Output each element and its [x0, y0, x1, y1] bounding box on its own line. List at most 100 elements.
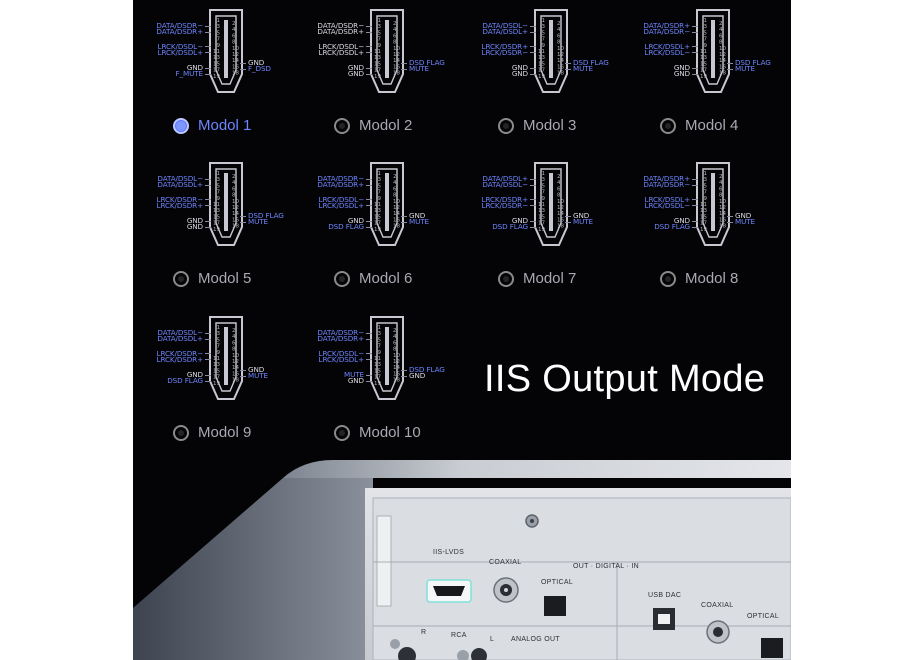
- pin-number: 16: [393, 217, 400, 223]
- mode-10-label[interactable]: Modol 10: [359, 424, 421, 441]
- pin-number: 8: [557, 40, 561, 46]
- pin-label-left: GND: [674, 70, 699, 78]
- pin-number: 18: [557, 224, 564, 230]
- pin-lead: [366, 374, 372, 376]
- pin-number: 4: [232, 334, 236, 340]
- pin-number: 13: [700, 55, 707, 61]
- pin-label-text: DATA/DSDL+: [157, 180, 203, 190]
- pin-number: 5: [217, 30, 221, 36]
- pin-number: 11: [374, 356, 381, 362]
- pin-label-left: GND: [512, 64, 537, 72]
- pin-number: 1: [378, 18, 382, 24]
- pin-label-text: GND: [347, 69, 364, 79]
- pin-lead: [530, 73, 536, 75]
- pin-label-left: LRCK/DSDR+: [157, 355, 212, 364]
- pin-lead: [366, 52, 372, 54]
- pin-label-text: GND: [735, 211, 752, 220]
- pin-label-right: DSD FLAG: [564, 59, 609, 67]
- pin-label-text: GND: [573, 211, 590, 220]
- pin-lead: [530, 67, 536, 69]
- pin-number: 10: [232, 353, 239, 359]
- pin-lead: [530, 184, 536, 186]
- mode-6-radio[interactable]: [334, 271, 350, 287]
- pin-label-right: DSD FLAG: [400, 366, 445, 374]
- pin-lead: [692, 184, 698, 186]
- pin-lead: [565, 62, 571, 64]
- pin-label-text: GND: [511, 63, 528, 73]
- pin-number: 7: [217, 190, 221, 196]
- mode-7-radio[interactable]: [498, 271, 514, 287]
- pin-lead: [692, 73, 698, 75]
- pin-label-text: DSD FLAG: [328, 222, 364, 232]
- pin-label-left: DSD FLAG: [654, 223, 699, 231]
- pin-label-left: DATA/DSDL+: [157, 181, 212, 189]
- mode-7-label[interactable]: Modol 7: [523, 270, 577, 287]
- pin-label-text: DSD FLAG: [167, 376, 203, 386]
- pin-number: 6: [719, 33, 723, 39]
- radio-inner: [503, 123, 509, 129]
- pin-label-right: MUTE: [564, 218, 593, 226]
- pin-number: 6: [232, 33, 236, 39]
- mode-3-radio[interactable]: [498, 118, 514, 134]
- mode-3-label[interactable]: Modol 3: [523, 117, 577, 134]
- pin-label-text: DATA/DSDR−: [317, 21, 364, 30]
- pin-lead: [692, 205, 698, 207]
- mode-9-radio[interactable]: [173, 425, 189, 441]
- pin-number: 16: [393, 64, 400, 70]
- pin-number: 10: [719, 46, 726, 52]
- mode-10-radio[interactable]: [334, 425, 350, 441]
- pin-label-text: MUTE: [409, 217, 429, 227]
- mode-5-label[interactable]: Modol 5: [198, 270, 252, 287]
- pin-label-text: LRCK/DSDL+: [318, 47, 365, 57]
- pin-number: 1: [542, 18, 546, 24]
- mode-5-radio[interactable]: [173, 271, 189, 287]
- pin-number: 16: [232, 64, 239, 70]
- pin-number: 6: [232, 340, 236, 346]
- pin-number: 10: [393, 46, 400, 52]
- mode-6-label[interactable]: Modol 6: [359, 270, 413, 287]
- pin-number: 12: [232, 52, 239, 58]
- pin-number: 14: [557, 58, 564, 64]
- pin-lead: [366, 199, 372, 201]
- pin-number: 5: [704, 183, 708, 189]
- mode-2-label[interactable]: Modol 2: [359, 117, 413, 134]
- pin-label-text: DATA/DSDR+: [156, 27, 203, 37]
- pin-number: 14: [232, 58, 239, 64]
- pin-number: 12: [719, 52, 726, 58]
- pin-number: 12: [393, 359, 400, 365]
- mode-2-radio[interactable]: [334, 118, 350, 134]
- pin-lead: [205, 73, 211, 75]
- pin-label-left: DSD FLAG: [492, 223, 537, 231]
- pin-number: 19: [213, 381, 220, 387]
- pin-lead: [366, 67, 372, 69]
- pin-number: 17: [374, 68, 381, 74]
- pin-number: 12: [232, 205, 239, 211]
- pin-number: 5: [378, 183, 382, 189]
- pin-number: 17: [374, 221, 381, 227]
- pin-number: 3: [542, 24, 546, 30]
- pin-number: 13: [374, 362, 381, 368]
- pin-number: 9: [217, 196, 221, 202]
- pin-label-right: GND: [239, 366, 264, 374]
- pin-label-text: GND: [673, 63, 690, 73]
- pin-number: 5: [542, 183, 546, 189]
- pin-number: 18: [232, 224, 239, 230]
- mode-8-radio[interactable]: [660, 271, 676, 287]
- pin-label-right: MUTE: [400, 218, 429, 226]
- mode-1-radio[interactable]: [173, 118, 189, 134]
- mode-8-label[interactable]: Modol 8: [685, 270, 739, 287]
- pin-label-right: DSD FLAG: [400, 59, 445, 67]
- mode-4-label[interactable]: Modol 4: [685, 117, 739, 134]
- pin-lead: [240, 215, 246, 217]
- mode-4-radio[interactable]: [660, 118, 676, 134]
- pin-lead: [205, 353, 211, 355]
- pin-number: 4: [557, 180, 561, 186]
- pin-label-right: DSD FLAG: [726, 59, 771, 67]
- mode-9-label[interactable]: Modol 9: [198, 424, 252, 441]
- pin-lead: [205, 338, 211, 340]
- pin-lead: [205, 52, 211, 54]
- mode-1-label[interactable]: Modol 1: [198, 117, 252, 134]
- pin-number: 16: [719, 217, 726, 223]
